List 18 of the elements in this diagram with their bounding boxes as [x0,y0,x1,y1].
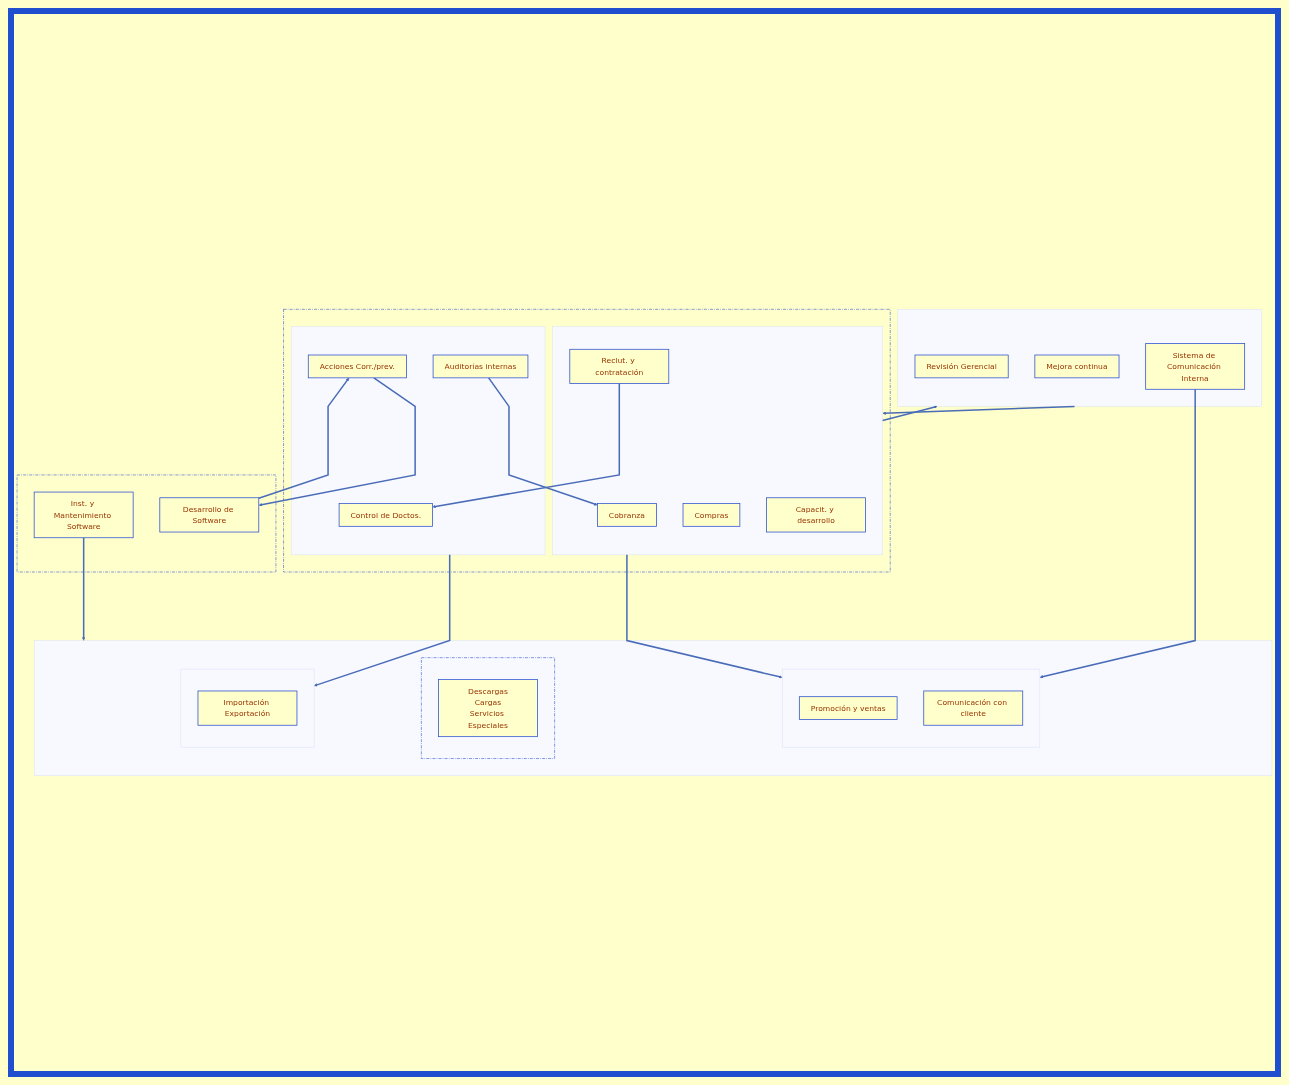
cluster [180,668,315,748]
cluster [552,326,883,556]
cluster [782,668,1041,748]
arrow [82,537,86,641]
cluster [897,309,1262,407]
arrow [313,554,451,687]
arrow [258,377,416,507]
cluster [283,309,891,573]
arrow [258,377,350,499]
cluster [34,640,1273,776]
arrow [487,377,598,506]
arrow [432,382,621,509]
arrow [882,405,1076,415]
cluster [16,474,277,573]
arrow [1039,388,1196,679]
cluster [421,657,555,759]
arrow [881,405,938,422]
cluster [290,326,546,556]
